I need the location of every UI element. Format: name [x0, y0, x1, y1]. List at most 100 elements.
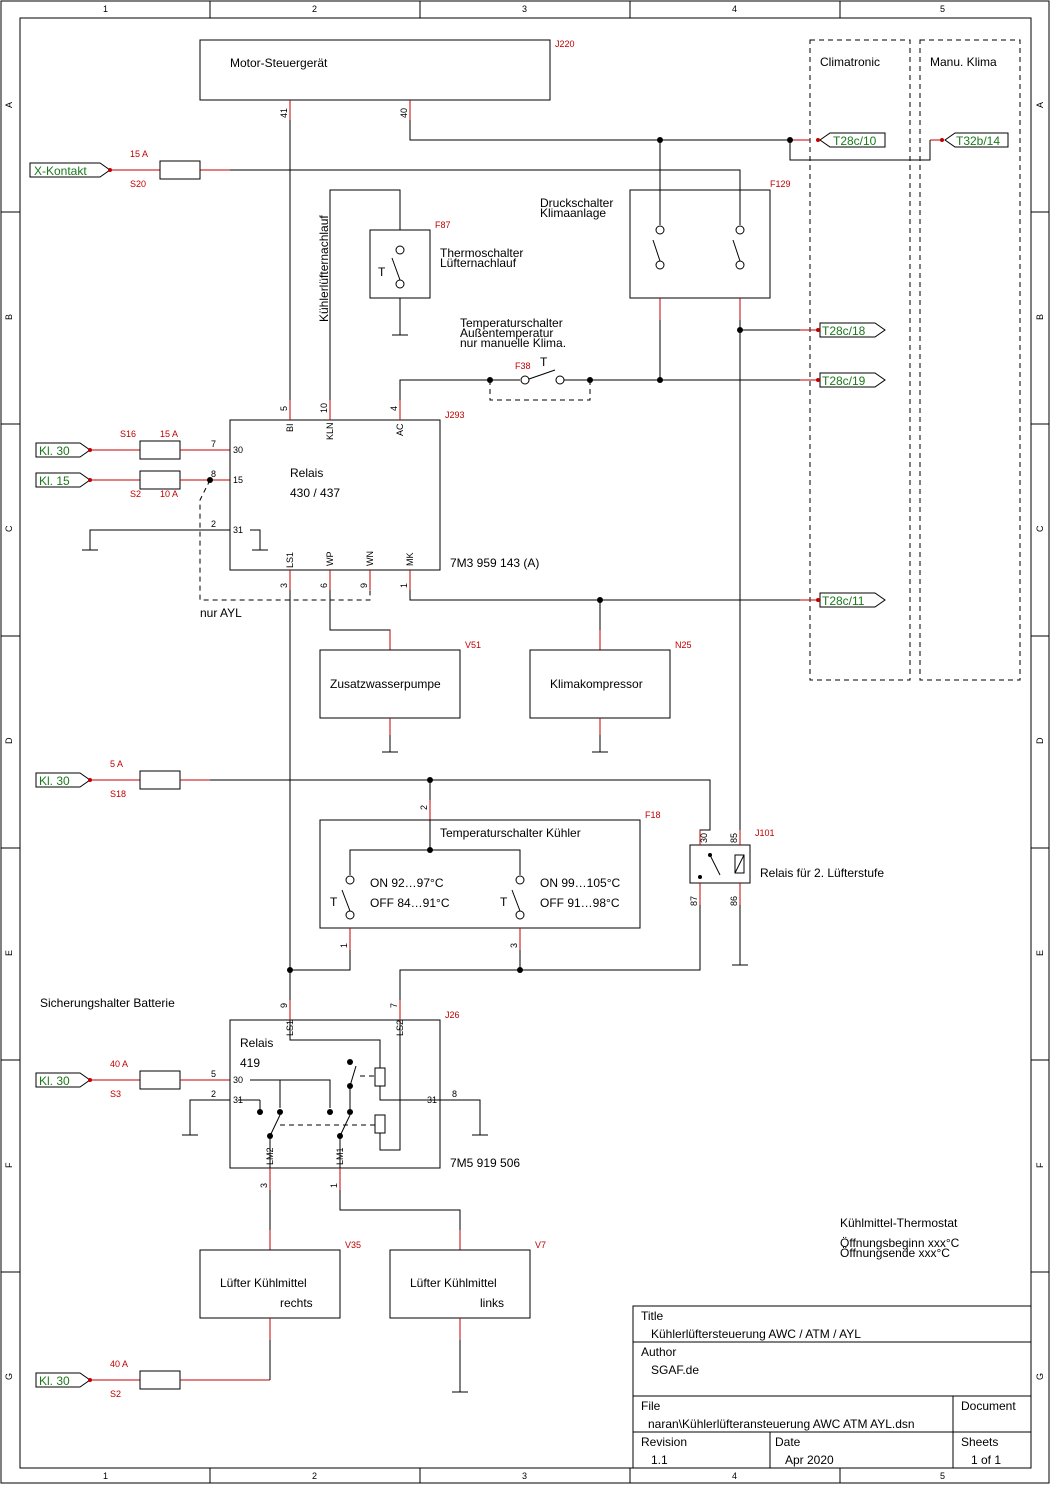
col-label-2b: 2: [312, 1471, 317, 1481]
zone-climatronic-label: Climatronic: [820, 55, 880, 69]
fuse-s3-amp: 40 A: [110, 1059, 128, 1069]
date-value: Apr 2020: [785, 1453, 834, 1467]
j101-pin-85: 85: [729, 833, 739, 843]
kl30-label-1: Kl. 30: [39, 444, 70, 458]
title-label: Title: [641, 1309, 664, 1323]
v35-ref: V35: [345, 1240, 361, 1250]
f18-s1-on: ON 92…97°C: [370, 876, 444, 890]
col-label-5b: 5: [940, 1471, 945, 1481]
f38-ref: F38: [515, 361, 531, 371]
title-value: Kühlerlüftersteuerung AWC / ATM / AYL: [651, 1327, 861, 1341]
row-label-g-r: G: [1035, 1373, 1045, 1380]
f18-s1-t: T: [330, 895, 338, 909]
fuse-s2-10a: S2 10 A: [90, 470, 230, 499]
row-label-g: G: [4, 1373, 14, 1380]
f18-pin-2: 2: [419, 805, 429, 810]
j26-part: 7M5 919 506: [450, 1156, 520, 1170]
j26-pin-9: 9: [279, 1003, 289, 1008]
col-label-1: 1: [103, 4, 108, 14]
t28c-19-connector: T28c/19: [816, 372, 886, 388]
col-label-3: 3: [522, 4, 527, 14]
j26-pin-lm1: LM1: [335, 1147, 345, 1165]
j101-pin-30: 30: [699, 833, 709, 843]
j26-pin-lm2: LM2: [265, 1147, 275, 1165]
col-label-1b: 1: [103, 1471, 108, 1481]
t28c-10-connector: T28c/10: [816, 132, 886, 148]
thermostat-l3: Öffnungsende xxx°C: [840, 1246, 950, 1260]
kl30-connector-1: Kl. 30: [35, 442, 92, 458]
t28c-18-label: T28c/18: [822, 324, 866, 338]
row-label-a: A: [4, 102, 14, 108]
date-label: Date: [775, 1435, 801, 1449]
row-label-a-r: A: [1035, 102, 1045, 108]
v35-fan-right: Lüfter Kühlmittel rechts V35: [199, 1240, 361, 1380]
fuse-s2-40a-amp: 40 A: [110, 1359, 128, 1369]
v51-ref: V51: [465, 640, 481, 650]
j220-pin-40: 40: [399, 108, 409, 118]
f87-t: T: [378, 265, 386, 279]
fuse-s20: 15 A S20: [130, 149, 201, 189]
row-label-e: E: [4, 950, 14, 956]
t28c-10-label: T28c/10: [833, 134, 877, 148]
f18-name: Temperaturschalter Kühler: [440, 826, 581, 840]
col-label-5: 5: [940, 4, 945, 14]
x-kontakt-connector: X-Kontakt: [29, 162, 112, 178]
fuse-s16-amp: 15 A: [160, 429, 178, 439]
kl30-connector-2: Kl. 30: [35, 772, 92, 788]
thermostat-l1: Kühlmittel-Thermostat: [840, 1216, 958, 1230]
j26-pin-8: 8: [452, 1089, 457, 1099]
x-kontakt-label: X-Kontakt: [34, 164, 87, 178]
v35-name2: rechts: [280, 1296, 313, 1310]
t28c-19-label: T28c/19: [822, 374, 866, 388]
kl30-connector-3: Kl. 30: [35, 1072, 92, 1088]
fuse-s16-ref: S16: [120, 429, 136, 439]
j101-relay-fan-stage-2: J101 Relais für 2. Lüfterstufe 30 85 87 …: [689, 828, 884, 966]
f129-name2: Klimaanlage: [540, 206, 606, 220]
kl15-connector: Kl. 15: [35, 472, 92, 488]
f38-name2: Außentemperatur: [460, 326, 553, 340]
t28c-18-connector: T28c/18: [816, 322, 886, 338]
v7-ref: V7: [535, 1240, 546, 1250]
j101-ref: J101: [755, 828, 775, 838]
t32b-14-label: T32b/14: [956, 134, 1000, 148]
f38-temp-switch: Temperaturschalter Außentemperatur nur m…: [399, 316, 818, 401]
f18-s2-t: T: [500, 895, 508, 909]
kl30-label-4: Kl. 30: [39, 1374, 70, 1388]
f18-s2-on: ON 99…105°C: [540, 876, 621, 890]
j220-motor-control-unit: Motor-Steuergerät J220 41 40: [199, 39, 575, 120]
author-value: SGAF.de: [651, 1363, 699, 1377]
j293-ref: J293: [445, 410, 465, 420]
fuse-s16: S16 15 A: [90, 429, 230, 460]
j293-pin-ac: AC: [395, 423, 405, 436]
thermostat-l2: Öffnungsbeginn xxx°C: [840, 1236, 960, 1250]
fuse-s18-ref: S18: [110, 789, 126, 799]
v51-name: Zusatzwasserpumpe: [330, 677, 441, 691]
v7-name1: Lüfter Kühlmittel: [410, 1276, 497, 1290]
kl30-connector-4: Kl. 30: [35, 1372, 92, 1388]
j293-pin-bi: BI: [285, 423, 295, 432]
j293-pin-1: 1: [399, 583, 409, 588]
j293-part: 7M3 959 143 (A): [450, 556, 539, 570]
f18-s1-off: OFF 84…91°C: [370, 896, 450, 910]
j293-pin-30: 30: [233, 445, 243, 455]
j293-note-ayl: nur AYL: [200, 606, 242, 620]
f18-s2-off: OFF 91…98°C: [540, 896, 620, 910]
fuse-s20-ref: S20: [130, 179, 146, 189]
j293-pin-2: 2: [211, 519, 216, 529]
f87-ref: F87: [435, 220, 451, 230]
j293-pin-7: 7: [211, 439, 216, 449]
j293-pin-31: 31: [233, 525, 243, 535]
fuse-s3-ref: S3: [110, 1089, 121, 1099]
fuse-holder-battery-label: Sicherungshalter Batterie: [40, 996, 175, 1010]
fuse-s2-10a-amp: 10 A: [160, 489, 178, 499]
j293-pin-mk: MK: [405, 553, 415, 567]
col-label-2: 2: [312, 4, 317, 14]
j293-pin-wp: WP: [325, 552, 335, 567]
file-value: naran\Kühlerlüfteransteuerung AWC ATM AY…: [648, 1417, 915, 1431]
v51-aux-water-pump: Zusatzwasserpumpe V51: [319, 640, 481, 753]
j26-name1: Relais: [240, 1036, 273, 1050]
j293-relay: J293 Relais 430 / 437 7M3 959 143 (A) 5 …: [82, 400, 818, 1000]
j293-pin-wn: WN: [365, 551, 375, 566]
row-label-f-r: F: [1035, 1162, 1045, 1168]
